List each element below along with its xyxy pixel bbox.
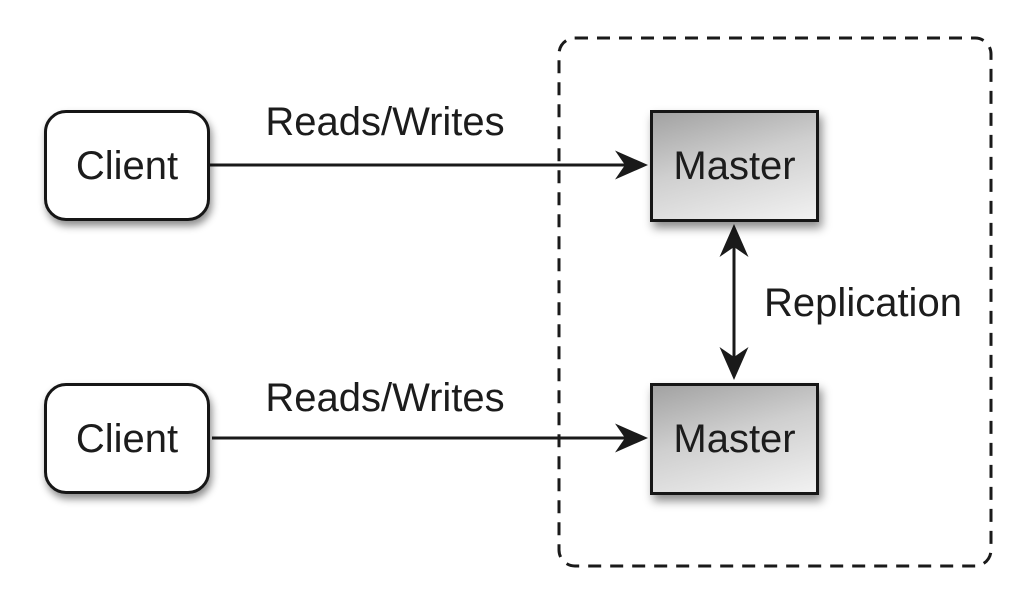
edge-reads-writes-bottom [212,423,648,453]
edge-reads-writes-top [210,150,648,180]
node-master-bottom-label: Master [673,417,796,461]
arrow-head-icon [615,423,648,453]
node-client-bottom: Client [44,383,210,494]
node-client-bottom-label: Client [75,416,179,461]
edge-label-replication: Replication [764,281,962,325]
replication-group-border [557,36,993,568]
node-master-bottom: Master [650,383,819,495]
edge-label-reads-writes-bottom: Reads/Writes [265,376,505,420]
edge-replication [719,224,749,380]
node-client-top: Client [44,110,210,221]
arrow-head-icon [615,150,648,180]
node-client-top-label: Client [75,143,179,188]
edge-label-reads-writes-top: Reads/Writes [265,100,505,144]
node-master-top: Master [650,110,819,222]
node-master-top-label: Master [673,144,796,188]
arrow-head-up-icon [719,224,749,257]
arrow-head-down-icon [719,347,749,380]
